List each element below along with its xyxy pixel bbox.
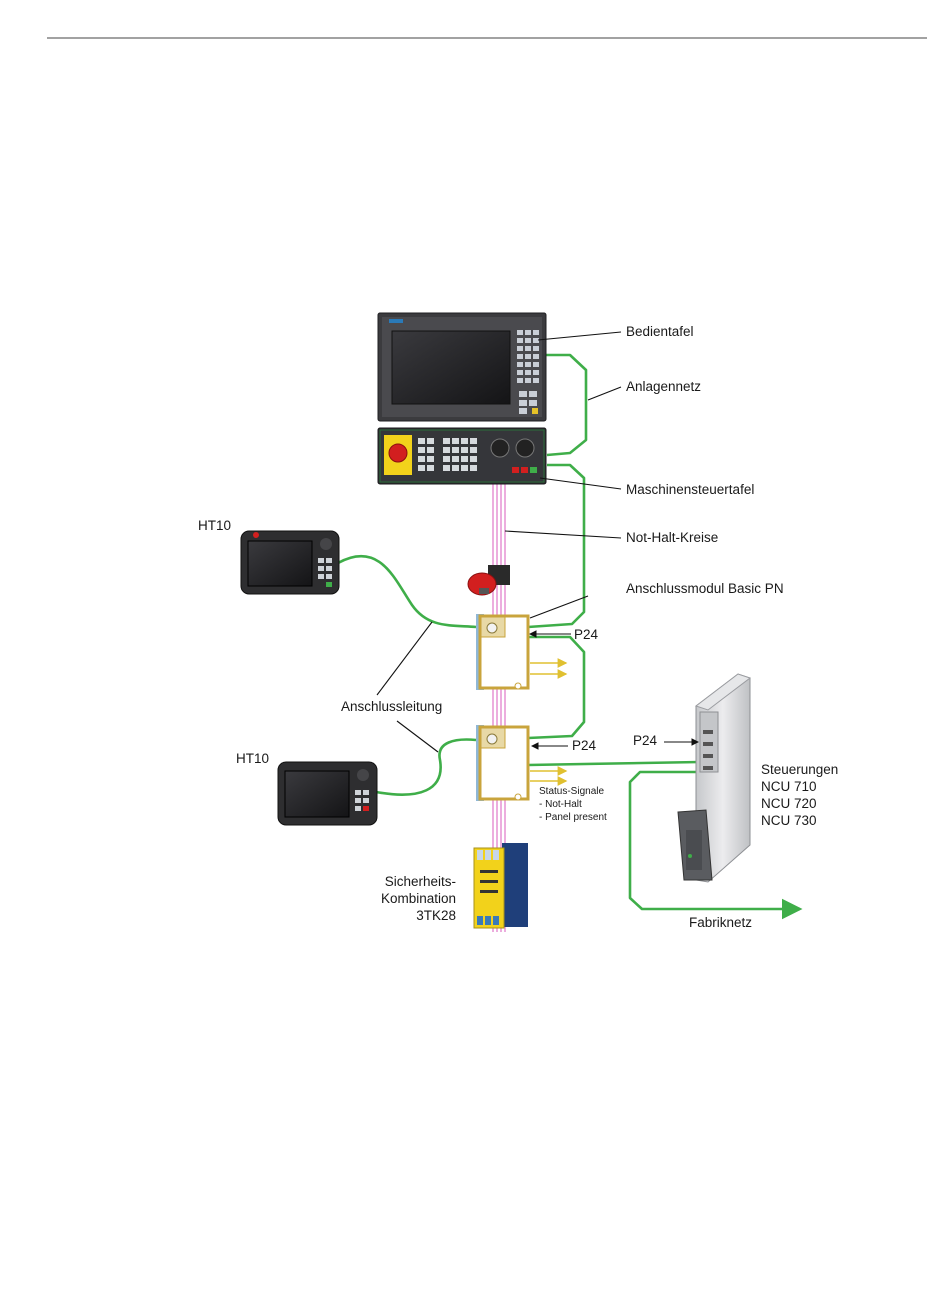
mstt-estop — [389, 444, 407, 462]
label-ncu-710: NCU 710 — [761, 779, 817, 794]
leader-bedientafel — [538, 332, 621, 340]
label-anlagennetz: Anlagennetz — [626, 379, 701, 394]
label-kombination: Kombination — [381, 891, 456, 906]
label-p24-ncu: P24 — [633, 733, 658, 748]
estop-button — [468, 565, 510, 595]
signal-arrows-upper — [530, 663, 566, 674]
sicherheitskombination-device — [474, 843, 528, 928]
label-ncu-720: NCU 720 — [761, 796, 817, 811]
ht10-lower-cable — [376, 740, 476, 795]
leader-anschlussleitung-lower — [397, 721, 438, 752]
leader-anlagennetz — [588, 387, 621, 400]
label-maschinensteuertafel: Maschinensteuertafel — [626, 482, 754, 497]
label-p24-upper: P24 — [574, 627, 599, 642]
label-fabriknetz: Fabriknetz — [689, 915, 752, 930]
bedientafel-screen — [392, 331, 510, 404]
module-to-ncu-cable — [528, 762, 700, 765]
label-anschlussleitung: Anschlussleitung — [341, 699, 442, 714]
label-p24-lower: P24 — [572, 738, 597, 753]
anschlussmodul-upper — [476, 614, 528, 690]
leader-mstt — [540, 478, 621, 489]
maschinensteuertafel-device — [378, 428, 546, 484]
label-bedientafel: Bedientafel — [626, 324, 694, 339]
label-status-panel-present: - Panel present — [539, 812, 607, 823]
label-ht10-upper: HT10 — [198, 518, 231, 533]
ht10-upper-device — [241, 531, 339, 594]
ht10-lower-device — [278, 762, 377, 825]
anschlussmodul-lower — [476, 725, 528, 801]
label-3tk28: 3TK28 — [416, 908, 456, 923]
label-ht10-lower: HT10 — [236, 751, 269, 766]
label-anschlussmodul: Anschlussmodul Basic PN — [626, 581, 784, 596]
label-status-not-halt: - Not-Halt — [539, 799, 582, 810]
leader-anschlussmodul — [530, 596, 588, 618]
leader-anschlussleitung-upper — [377, 622, 432, 695]
module-link-cable — [528, 637, 584, 738]
leader-not-halt — [505, 531, 621, 538]
label-ncu-730: NCU 730 — [761, 813, 817, 828]
mstt-to-module-cable — [528, 465, 584, 627]
label-steuerungen: Steuerungen — [761, 762, 838, 777]
bedientafel-device — [378, 313, 546, 421]
label-sicherheits: Sicherheits- — [385, 874, 456, 889]
label-status-signale: Status-Signale — [539, 786, 604, 797]
ht10-upper-cable — [338, 556, 476, 627]
ncu-device — [678, 674, 750, 882]
label-not-halt-kreise: Not-Halt-Kreise — [626, 530, 718, 545]
signal-arrows-lower — [530, 771, 566, 781]
